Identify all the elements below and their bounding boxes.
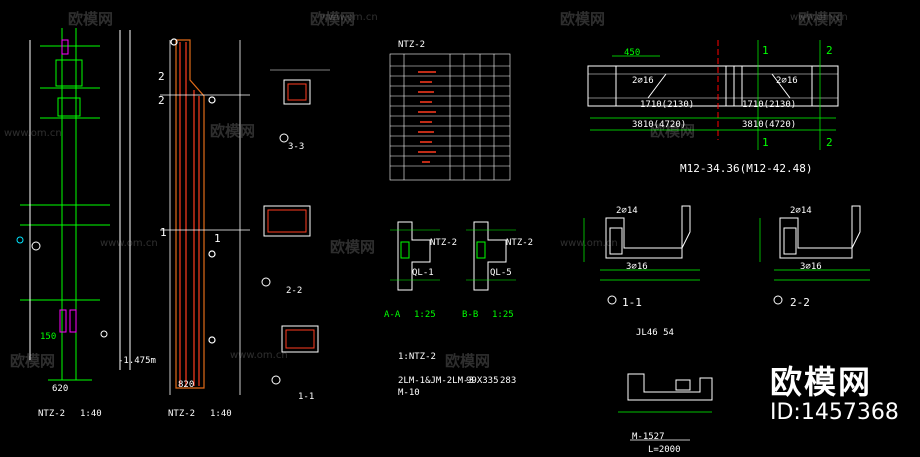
col2-scale: 1:40 (210, 409, 232, 419)
list-val: 99X335 (466, 376, 499, 386)
col1-title: NTZ-2 (38, 409, 66, 419)
section-a-a (390, 221, 440, 291)
beam-dim-450: 450 (624, 48, 641, 58)
m1527-detail (618, 373, 713, 441)
col1-dim-150: 150 (40, 332, 57, 342)
label-1-1: 1-1 (298, 392, 315, 402)
watermark-brand-7: 欧模网 (330, 238, 376, 256)
section-bb-scale: 1:25 (492, 310, 514, 320)
label-3-3: 3-3 (288, 142, 305, 152)
beam-dim-3810a: 3810(4720) (632, 120, 687, 130)
list-val2: 283 (500, 376, 517, 386)
beam-dim-2216b: 2∅16 (776, 76, 798, 86)
beam-mark-2b: 2 (826, 136, 833, 149)
col2-section-mark-1a: 1 (160, 226, 167, 239)
section-b-b (466, 221, 516, 291)
section-bb-label: B-B (462, 310, 479, 320)
watermark-brand-8: 欧模网 (10, 352, 56, 370)
beam-mark-2a: 2 (826, 44, 833, 57)
beam-section-2-2-label: 2-2 (790, 296, 810, 309)
beam-dim-1710b: 1710(2130) (742, 100, 797, 110)
rebar-2114-b: 2∅14 (790, 206, 812, 216)
beam-dim-2216a: 2∅16 (632, 76, 654, 86)
rebar-3116-a: 3∅16 (626, 262, 648, 272)
label-ntz2-bb: NTZ-2 (506, 238, 534, 248)
stamp-id: ID:1457368 (770, 400, 899, 425)
watermark-brand-2: 欧模网 (310, 10, 356, 28)
beam-section-1-1 (583, 205, 700, 305)
list-line: 2LM-1&JM-2LM-3 (398, 376, 474, 386)
col1-scale: 1:40 (80, 409, 102, 419)
rebar-table (389, 53, 511, 181)
column-elevation-1-marks (16, 236, 108, 338)
watermark-brand-6: 欧模网 (650, 122, 696, 140)
beam-dim-1710a: 1710(2130) (640, 100, 695, 110)
beam-dim-3810b: 3810(4720) (742, 120, 797, 130)
col2-dim-820: 820 (178, 380, 195, 390)
watermark-brand-1: 欧模网 (68, 10, 114, 28)
section-aa-label: A-A (384, 310, 401, 320)
stamp-brand: 欧模网 (770, 363, 873, 401)
label-ql5: QL-5 (490, 268, 512, 278)
label-2-2: 2-2 (286, 286, 303, 296)
beam-mark-1a: 1 (762, 44, 769, 57)
col2-section-mark-2a: 2 (158, 70, 165, 83)
watermark-stamp: 欧模网 ID:1457368 (770, 364, 899, 426)
watermark-brand-3: 欧模网 (560, 10, 606, 28)
beam-section-2-2 (759, 205, 870, 305)
column-elevation-1 (20, 28, 131, 381)
col1-dim-620: 620 (52, 384, 69, 394)
watermark-url-3: www.om.cn (4, 128, 62, 139)
rebar-2114-a: 2∅14 (616, 206, 638, 216)
l2000-label: L=2000 (648, 445, 681, 455)
watermark-brand-4: 欧模网 (798, 10, 844, 28)
col2-title: NTZ-2 (168, 409, 196, 419)
col2-section-mark-2b: 2 (158, 94, 165, 107)
m1527-label: M-1527 (632, 432, 665, 442)
col1-elev: -1.475m (118, 356, 156, 366)
watermark-url-6: www.om.cn (230, 350, 288, 361)
section-3-3 (270, 69, 330, 143)
rebar-3116-b: 3∅16 (800, 262, 822, 272)
column-elevation-1-rebar (59, 39, 77, 333)
watermark-url-1: www.om.cn (320, 12, 378, 23)
gray-note: JL46 54 (636, 328, 674, 338)
watermark-url-5: www.om.cn (100, 238, 158, 249)
list-title: 1:NTZ-2 (398, 352, 436, 362)
label-ql1: QL-1 (412, 268, 434, 278)
column-elevation-2 (160, 38, 250, 395)
section-aa-scale: 1:25 (414, 310, 436, 320)
table-title: NTZ-2 (398, 40, 426, 50)
section-2-2 (261, 205, 311, 287)
beam-note: M12-34.36(M12-42.48) (680, 162, 813, 175)
col2-section-mark-1b: 1 (214, 232, 221, 245)
watermark-brand-5: 欧模网 (210, 122, 256, 140)
watermark-brand-9: 欧模网 (445, 352, 491, 370)
label-ntz2-aa: NTZ-2 (430, 238, 458, 248)
beam-section-1-1-label: 1-1 (622, 296, 642, 309)
section-1-1 (271, 325, 319, 385)
beam-mark-1b: 1 (762, 136, 769, 149)
list-line2: M-10 (398, 388, 420, 398)
beam-elevation (587, 40, 839, 150)
watermark-url-2: www.om.cn (790, 12, 848, 23)
watermark-url-4: www.om.cn (560, 238, 618, 249)
